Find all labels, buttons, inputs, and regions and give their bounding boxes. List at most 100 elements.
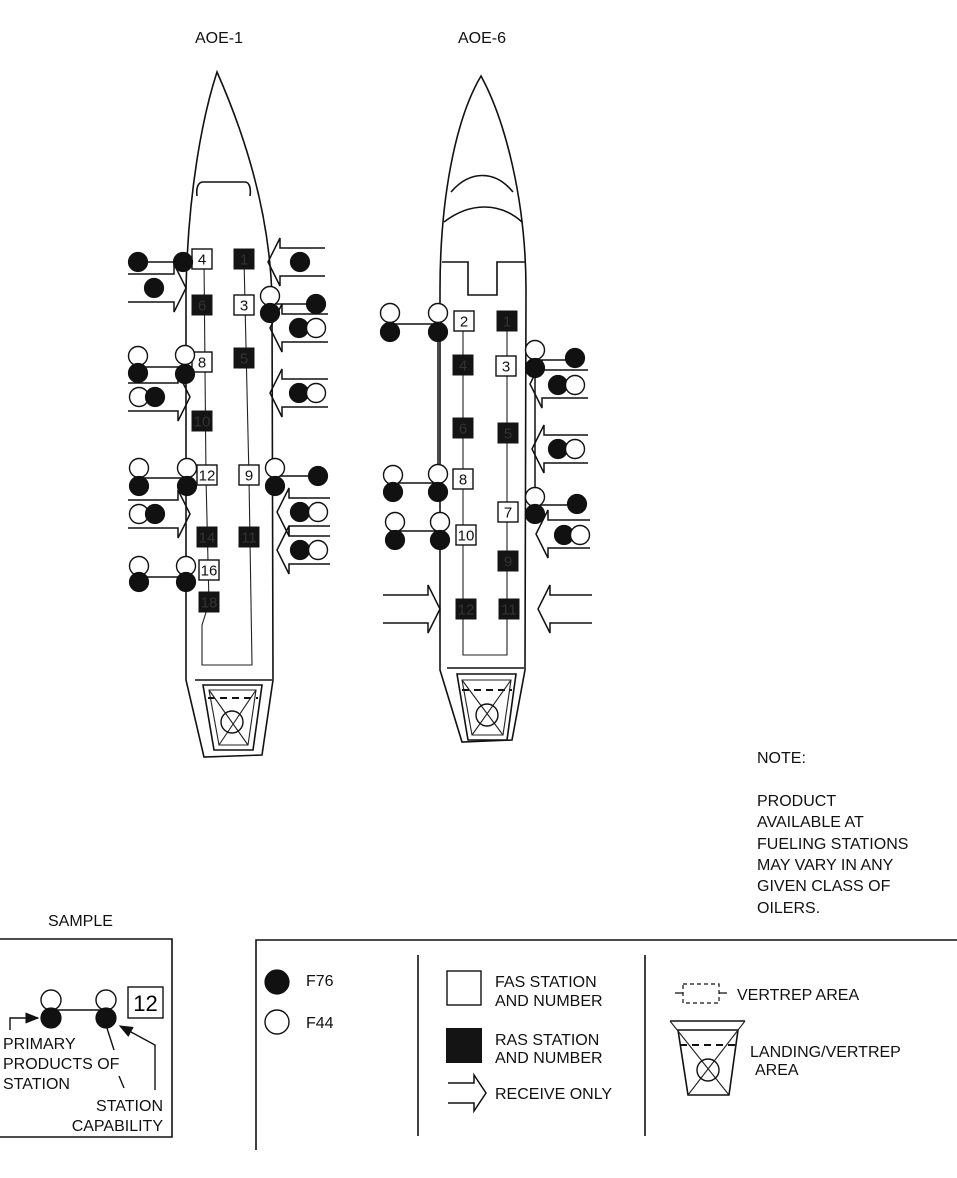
f76-circle-icon: [176, 475, 198, 497]
f76-circle-icon: [288, 382, 310, 404]
f44-circle-icon: [305, 317, 327, 339]
note-line: FUELING STATIONS: [757, 836, 908, 853]
receive-only-arrow-icon: [535, 509, 590, 559]
ras-station: 10: [191, 410, 213, 432]
f44-circle-icon: [127, 345, 149, 367]
legend-fas: AND NUMBER: [495, 993, 603, 1010]
f44-circle-icon: [569, 524, 591, 546]
pointer-arrow-icon: [118, 1025, 156, 1090]
f76-circle-icon: [144, 503, 166, 525]
sample-primary-label: PRODUCTS OF: [3, 1056, 120, 1073]
f76-circle-icon: [564, 347, 586, 369]
f76-circle-icon: [95, 1007, 117, 1029]
station-number: 12: [458, 602, 475, 619]
f44-circle-icon: [564, 374, 586, 396]
f76-circle-icon: [524, 503, 546, 525]
receive-only-arrow-icon: [448, 1072, 487, 1114]
ras-station: 5: [233, 347, 255, 369]
receive-only-arrow-icon: [383, 584, 441, 634]
f76-circle-icon: [127, 251, 149, 273]
fas-station: 8: [191, 351, 213, 373]
f44-circle-icon: [307, 539, 329, 561]
ras-station-icon: [446, 1028, 482, 1063]
f44-circle-icon: [524, 486, 546, 508]
fas-station: 10: [455, 524, 477, 546]
legend-f76: F76: [306, 973, 334, 990]
ras-station: 11: [238, 526, 260, 548]
station-number: 12: [199, 468, 216, 485]
receive-only-arrow-icon: [128, 489, 191, 539]
ras-station: 6: [191, 294, 213, 316]
ras-station: 4: [452, 354, 474, 376]
fuel-line-left: [201, 258, 253, 666]
legend-f44: F44: [306, 1015, 334, 1032]
f76-circle-icon: [143, 277, 165, 299]
ras-station: 11: [498, 598, 520, 620]
f76-circle-icon: [307, 465, 329, 487]
f76-circle-icon: [427, 481, 449, 503]
bridge-line: [195, 181, 252, 197]
legend-ras: AND NUMBER: [495, 1050, 603, 1067]
note-line: AVAILABLE AT: [757, 814, 864, 831]
note-line: PRODUCT: [757, 793, 836, 810]
station-number: 6: [198, 298, 206, 315]
station-number: 9: [504, 554, 512, 571]
f44-circle-icon: [259, 285, 281, 307]
f76-circle-icon: [379, 321, 401, 343]
f76-circle-icon: [144, 386, 166, 408]
f76-circle-icon: [382, 481, 404, 503]
station-number: 4: [459, 358, 467, 375]
receive-only-arrow-icon: [267, 237, 325, 287]
f76-circle-icon: [264, 969, 290, 995]
f44-circle-icon: [379, 302, 401, 324]
station-number: 5: [504, 426, 512, 443]
f76-circle-icon: [289, 539, 311, 561]
f44-circle-icon: [174, 344, 196, 366]
f76-circle-icon: [127, 362, 149, 384]
station-number: 2: [460, 314, 468, 331]
f76-circle-icon: [566, 493, 588, 515]
f44-circle-icon: [128, 457, 150, 479]
pointer-arrow-icon: [9, 1012, 40, 1030]
f44-circle-icon: [307, 501, 329, 523]
f76-circle-icon: [289, 251, 311, 273]
receive-only-arrow-icon: [529, 359, 588, 409]
f44-circle-icon: [264, 457, 286, 479]
note-heading: NOTE:: [757, 750, 806, 767]
station-number: 6: [459, 421, 467, 438]
receive-only-arrow-icon: [537, 584, 592, 634]
ras-station: 12: [455, 598, 477, 620]
f44-circle-icon: [382, 464, 404, 486]
station-number: 3: [502, 359, 510, 376]
vertrep-area-icon: [675, 983, 727, 1004]
receive-only-arrow-icon: [269, 303, 328, 353]
station-number: 10: [458, 528, 475, 545]
station-number: 1: [240, 252, 248, 269]
note-line: GIVEN CLASS OF: [757, 878, 891, 895]
sample-box: SAMPLE 12 PRIMARY PRODUCTS OF STATION ST…: [0, 913, 173, 1138]
station-number: 1: [503, 314, 511, 331]
sample-station-box: [127, 986, 164, 1019]
station-number: 11: [241, 530, 257, 547]
station-number: 8: [198, 355, 206, 372]
f44-circle-icon: [40, 989, 62, 1011]
fueling-rigs: [127, 237, 592, 634]
ras-station: 1: [496, 310, 518, 332]
f44-circle-icon: [524, 339, 546, 361]
ras-station: 5: [497, 422, 519, 444]
f76-circle-icon: [259, 302, 281, 324]
f76-circle-icon: [384, 529, 406, 551]
superstructure: [442, 261, 526, 296]
f44-circle-icon: [429, 511, 451, 533]
fas-station: 2: [453, 310, 475, 332]
station-number: 4: [198, 252, 206, 269]
f76-circle-icon: [305, 293, 327, 315]
f76-circle-icon: [288, 317, 310, 339]
f44-circle-icon: [564, 438, 586, 460]
receive-only-arrow-icon: [128, 372, 191, 422]
f76-circle-icon: [547, 438, 569, 460]
station-number: 3: [240, 298, 248, 315]
